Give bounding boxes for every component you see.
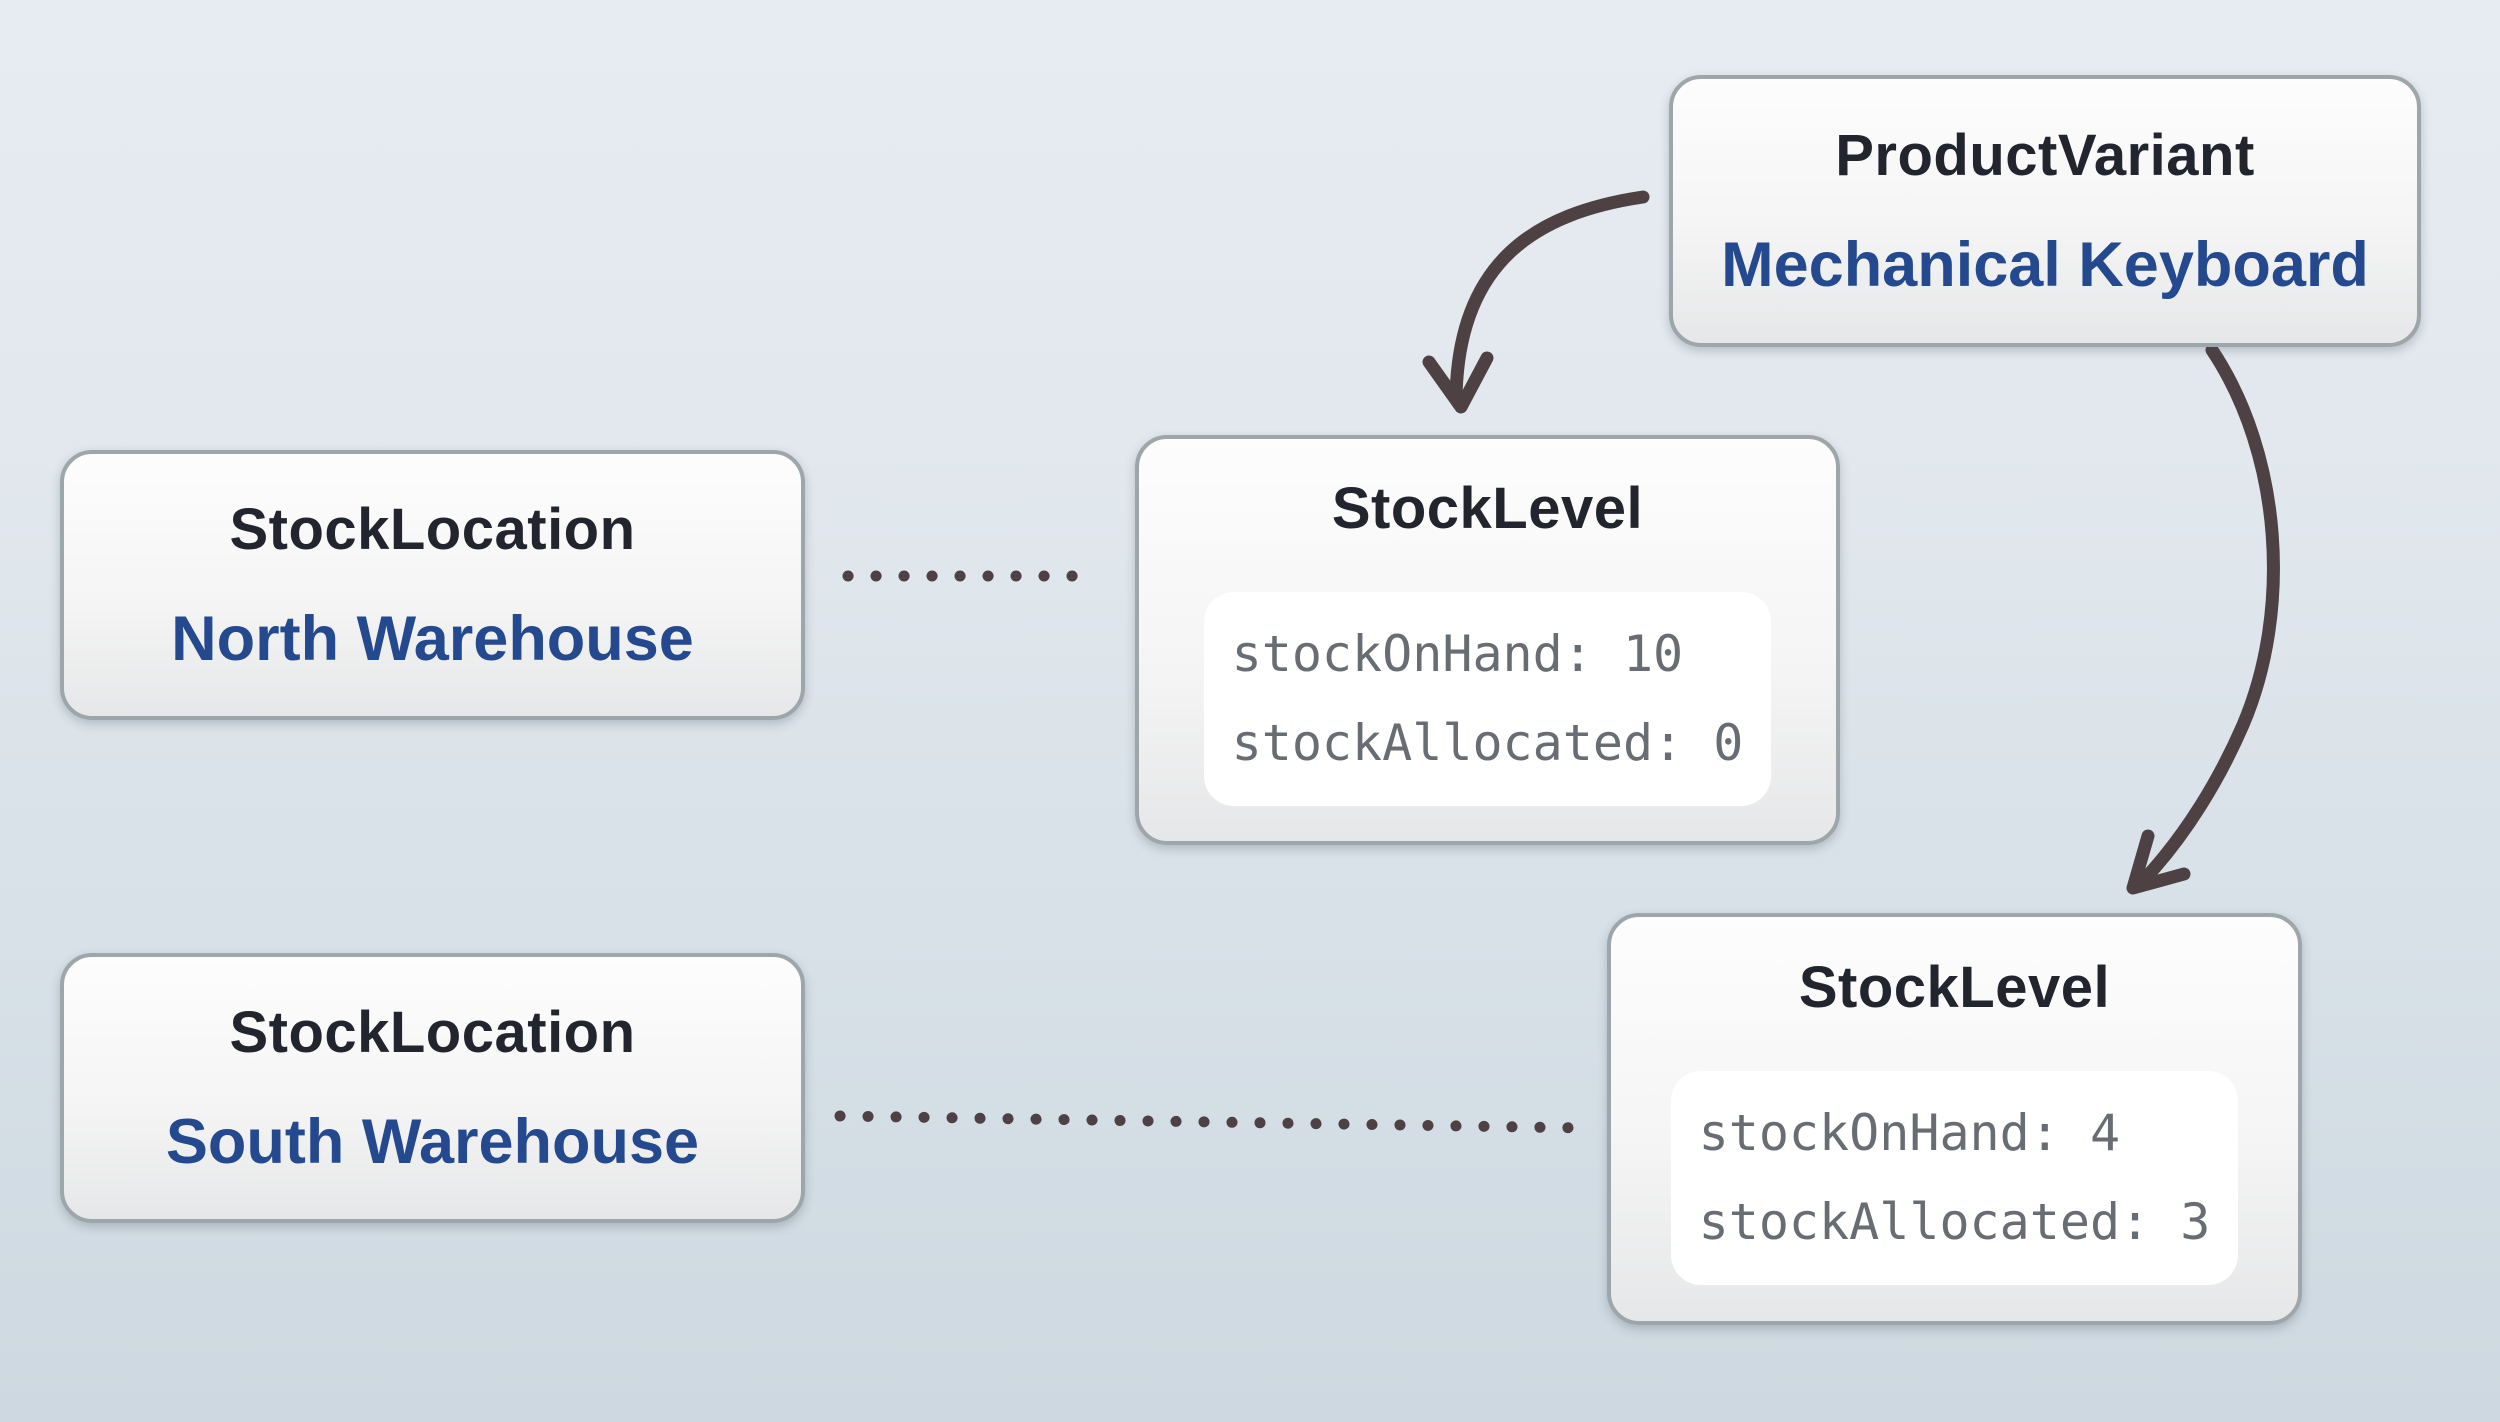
node-stock-location-north: StockLocation North Warehouse: [60, 450, 805, 720]
node-instance-label: South Warehouse: [165, 1106, 700, 1177]
node-type-label: ProductVariant: [1835, 122, 2255, 188]
node-type-label: StockLocation: [229, 496, 636, 562]
stock-level-fields-panel: stockOnHand: 10 stockAllocated: 0: [1203, 591, 1772, 806]
field-stock-allocated: stockAllocated: 0: [1231, 713, 1744, 772]
arrow-productvariant-to-stocklevel-south: [2133, 343, 2280, 891]
node-stock-level-south: StockLevel stockOnHand: 4 stockAllocated…: [1607, 913, 2302, 1325]
stock-level-fields-panel: stockOnHand: 4 stockAllocated: 3: [1670, 1070, 2239, 1285]
field-stock-on-hand: stockOnHand: 4: [1698, 1103, 2121, 1162]
node-type-label: StockLevel: [1798, 954, 2111, 1020]
node-stock-location-south: StockLocation South Warehouse: [60, 953, 805, 1223]
node-type-label: StockLevel: [1331, 475, 1644, 541]
field-stock-allocated: stockAllocated: 3: [1698, 1192, 2211, 1251]
field-stock-on-hand: stockOnHand: 10: [1231, 624, 1684, 683]
node-instance-label: Mechanical Keyboard: [1721, 229, 2369, 300]
node-instance-label: North Warehouse: [171, 603, 694, 674]
arrowhead-down-icon: [1422, 351, 1494, 414]
node-product-variant: ProductVariant Mechanical Keyboard: [1669, 75, 2421, 347]
node-type-label: StockLocation: [229, 999, 636, 1065]
node-stock-level-north: StockLevel stockOnHand: 10 stockAllocate…: [1135, 435, 1840, 845]
arrow-productvariant-to-stocklevel-north: [1449, 190, 1650, 405]
arrowhead-down-left-icon: [2126, 829, 2191, 895]
dotted-link-south: [834, 1110, 1592, 1134]
